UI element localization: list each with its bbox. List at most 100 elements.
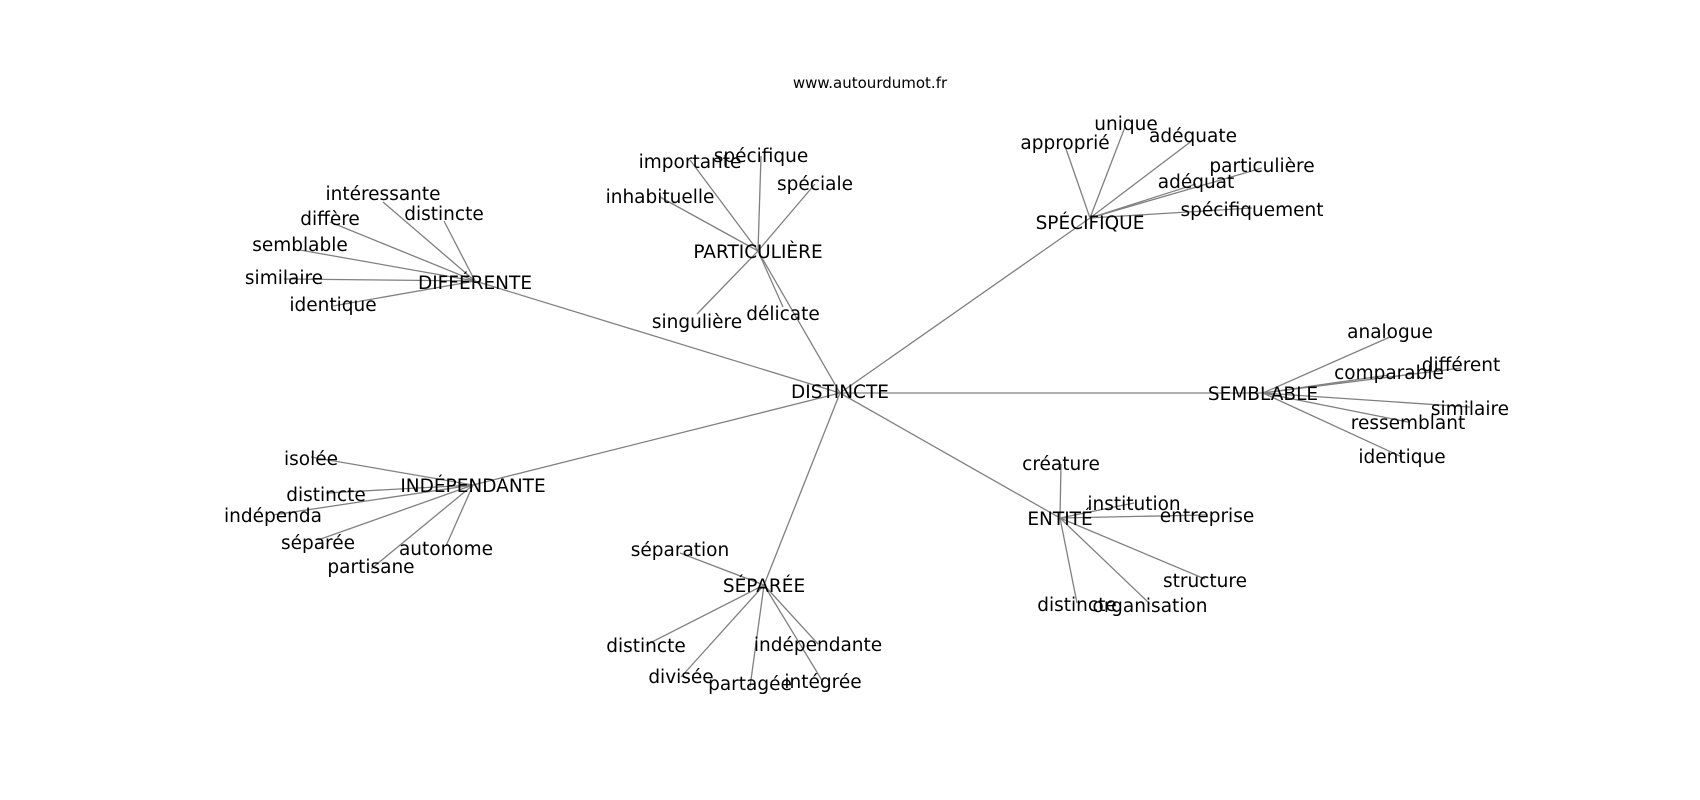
related-word: spécifiquement <box>1181 200 1324 221</box>
site-url: www.autourdumot.fr <box>793 74 948 92</box>
edge-root-cluster <box>472 392 841 486</box>
edge-cluster-leaf <box>445 484 474 547</box>
related-word: partisane <box>327 557 414 578</box>
edge-cluster-leaf <box>283 278 476 282</box>
edge-cluster-leaf <box>272 484 474 516</box>
edge-root-cluster <box>474 280 841 394</box>
related-word: ressemblant <box>1351 413 1465 434</box>
edge-cluster-leaf <box>1059 502 1135 519</box>
edge-cluster-leaf <box>680 584 765 678</box>
edge-cluster-leaf <box>757 183 816 252</box>
related-word: séparée <box>281 533 355 554</box>
edge-cluster-leaf <box>325 484 474 494</box>
related-word: singulière <box>652 312 742 333</box>
edge-cluster-leaf <box>1059 514 1208 519</box>
edge-cluster-leaf <box>1089 207 1253 219</box>
related-word: indépendante <box>754 635 882 656</box>
cluster-word: SEMBLABLE <box>1208 384 1318 405</box>
edge-cluster-leaf <box>679 552 765 586</box>
cluster-word: INDÉPENDANTE <box>400 475 545 497</box>
edge-root-cluster <box>839 392 1061 519</box>
edge-cluster-leaf <box>310 456 474 486</box>
related-word: adéquat <box>1158 172 1235 193</box>
related-word: distincte <box>1037 595 1116 616</box>
related-word: adéquate <box>1149 126 1237 147</box>
related-word: approprié <box>1020 133 1109 154</box>
related-word: différent <box>1422 355 1501 376</box>
cluster-word: SÉPARÉE <box>723 575 805 597</box>
labels: DISTINCTE PARTICULIÈREimportantespécifiq… <box>224 114 1509 695</box>
cluster-word: DIFFÉRENTE <box>418 272 532 294</box>
edge-cluster-leaf <box>332 280 476 307</box>
edge-cluster-leaf <box>749 584 765 688</box>
related-word: inhabituelle <box>606 187 715 208</box>
related-word: distincte <box>404 204 483 225</box>
edge-cluster-leaf <box>757 250 784 308</box>
edge-cluster-leaf <box>317 484 474 541</box>
edge-root-cluster <box>839 217 1091 394</box>
related-word: divisée <box>648 667 713 688</box>
related-word: spéciale <box>777 174 853 195</box>
edge-cluster-leaf <box>757 155 762 252</box>
edge-cluster-leaf <box>382 201 476 282</box>
edge-root-cluster <box>757 250 841 394</box>
edge-cluster-leaf <box>763 584 824 683</box>
edge-cluster-leaf <box>329 221 476 282</box>
related-word: isolée <box>284 449 338 470</box>
related-word: identique <box>1358 447 1445 468</box>
edge-cluster-leaf <box>696 250 759 315</box>
cluster-word: ENTITÉ <box>1027 508 1092 530</box>
related-word: identique <box>289 295 376 316</box>
edge-cluster-leaf <box>370 484 474 570</box>
edge-cluster-leaf <box>1262 336 1391 394</box>
related-word: diffère <box>300 209 360 230</box>
edge-cluster-leaf <box>1059 517 1078 604</box>
edge-cluster-leaf <box>1089 167 1263 219</box>
related-word: séparation <box>631 540 729 561</box>
related-word: distincte <box>606 636 685 657</box>
related-word: similaire <box>245 268 323 289</box>
related-word: unique <box>1094 114 1157 135</box>
cluster-word: PARTICULIÈRE <box>693 241 822 263</box>
edge-cluster-leaf <box>1262 392 1403 458</box>
edge-cluster-leaf <box>763 584 819 645</box>
related-word: indépenda <box>224 506 322 527</box>
related-word: intégrée <box>784 672 861 693</box>
edge-cluster-leaf <box>1262 392 1471 408</box>
edge-cluster-leaf <box>1059 463 1062 519</box>
edge-cluster-leaf <box>1262 374 1390 394</box>
related-word: partagée <box>708 674 792 695</box>
edge-root-cluster <box>763 392 841 586</box>
related-word: importante <box>639 152 742 173</box>
edge-cluster-leaf <box>1089 183 1197 219</box>
root-word: DISTINCTE <box>791 382 889 403</box>
edge-cluster-leaf <box>443 220 476 282</box>
related-word: particulière <box>1209 156 1314 177</box>
edge-cluster-leaf <box>659 196 759 252</box>
edge-cluster-leaf <box>1262 392 1409 423</box>
related-word: similaire <box>1431 399 1509 420</box>
related-word: institution <box>1087 494 1180 515</box>
related-word: intéressante <box>325 184 440 205</box>
cluster-word: SPÉCIFIQUE <box>1036 212 1145 234</box>
edge-cluster-leaf <box>1064 145 1091 219</box>
edge-cluster-leaf <box>689 159 759 252</box>
edge-cluster-leaf <box>1089 139 1194 219</box>
related-word: distincte <box>286 485 365 506</box>
edge-cluster-leaf <box>299 249 476 282</box>
related-word: structure <box>1163 571 1247 592</box>
related-word: autonome <box>399 539 493 560</box>
related-word: analogue <box>1347 322 1433 343</box>
related-word: spécifique <box>714 146 809 167</box>
edge-cluster-leaf <box>1059 517 1206 580</box>
related-word: délicate <box>746 304 820 325</box>
edge-cluster-leaf <box>1089 126 1126 219</box>
edge-cluster-leaf <box>1059 517 1151 605</box>
related-word: créature <box>1022 454 1100 475</box>
related-word: comparable <box>1334 363 1444 384</box>
edges <box>272 126 1471 688</box>
edge-cluster-leaf <box>645 584 765 646</box>
related-word: organisation <box>1093 596 1208 617</box>
related-word: semblable <box>252 235 348 256</box>
